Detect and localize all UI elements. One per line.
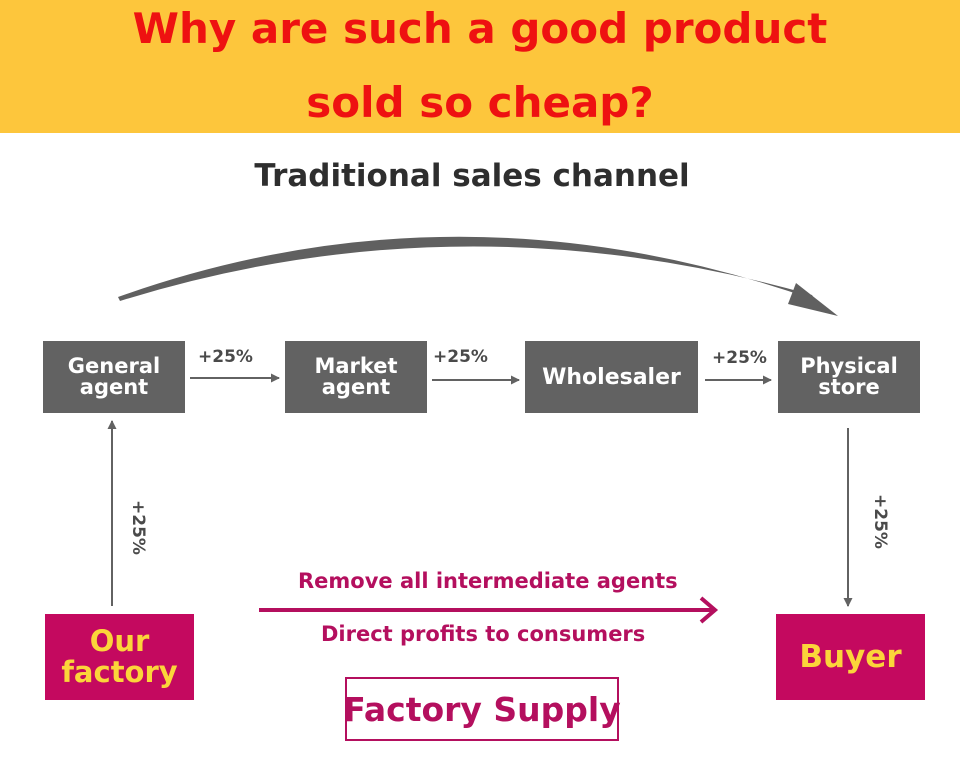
- node-label-line-2: store: [818, 375, 880, 399]
- node-label-line-1: Physical: [800, 354, 898, 378]
- factory-label-line-1: Our: [89, 624, 150, 658]
- direct-channel-arrowhead: [699, 596, 719, 624]
- curved-bypass-arrow: [118, 236, 815, 301]
- headline-line-1: Why are such a good product: [132, 4, 828, 53]
- markup-factory-to-agent: +25%: [128, 500, 148, 555]
- node-wholesaler: Wholesaler: [525, 341, 698, 413]
- markup-general-to-market: +25%: [198, 347, 253, 367]
- node-label-line-1: General: [67, 354, 161, 378]
- node-label-line-1: Market: [314, 354, 398, 378]
- remove-agents-text: Remove all intermediate agents: [298, 569, 678, 593]
- buyer-label: Buyer: [799, 639, 902, 675]
- headline-line-2: sold so cheap?: [306, 78, 654, 127]
- markup-wholesaler-to-store: +25%: [712, 348, 767, 368]
- curved-arrow-head: [788, 283, 838, 316]
- factory-supply-badge: Factory Supply: [343, 677, 621, 741]
- markup-store-to-buyer: +25%: [870, 494, 890, 549]
- direct-profits-text: Direct profits to consumers: [321, 622, 646, 646]
- node-label-line-2: agent: [79, 375, 149, 399]
- node-label: Wholesaler: [542, 364, 681, 390]
- traditional-channel-title: Traditional sales channel: [254, 158, 690, 194]
- factory-label-line-2: factory: [61, 655, 178, 689]
- node-buyer: Buyer: [776, 614, 925, 700]
- markup-market-to-wholesaler: +25%: [433, 347, 488, 367]
- header-banner: Why are such a good product sold so chea…: [0, 0, 960, 133]
- node-label-line-2: agent: [321, 375, 391, 399]
